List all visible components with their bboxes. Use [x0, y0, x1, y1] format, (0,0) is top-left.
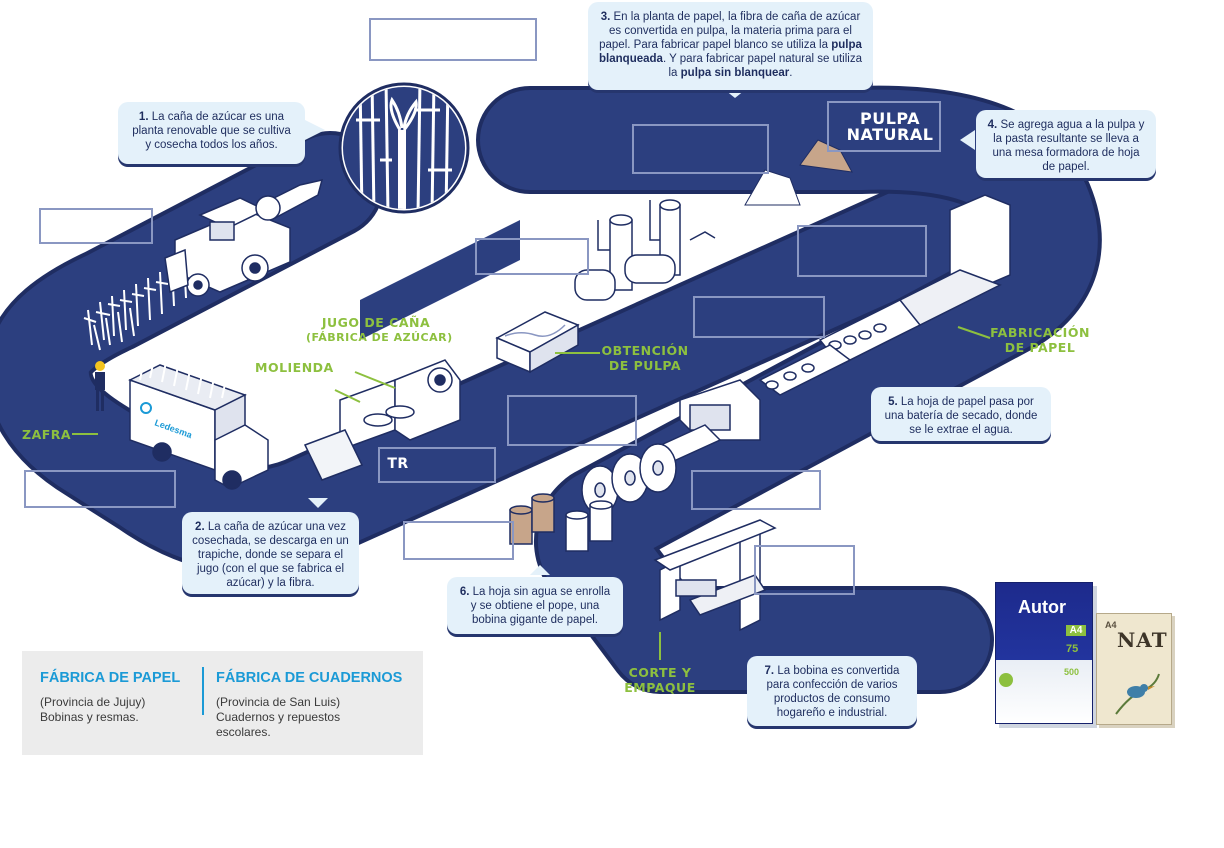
answer-box-10[interactable] [24, 470, 176, 508]
step-4-bubble: 4. Se agrega agua a la pulpa y la pasta … [976, 110, 1156, 178]
legend-papel-line-1: (Provincia de Jujuy) [40, 695, 146, 709]
step-7-text: La bobina es convertida para confección … [766, 665, 900, 719]
step-3-text-a: En la planta de papel, la fibra de caña … [599, 11, 861, 51]
step-3-text-e: . [789, 67, 793, 79]
legend-cuadernos-title: FÁBRICA DE CUADERNOS [216, 670, 403, 686]
molienda-label: MOLIENDA [255, 360, 334, 375]
step-5-text: La hoja de papel pasa por una batería de… [884, 396, 1038, 436]
nat-paper-ream: A4 NAT [1096, 613, 1172, 725]
paper-rolls-icon [509, 443, 677, 552]
fabricacion-subtitle: DE PAPEL [1004, 340, 1076, 355]
road-arrow-head [935, 592, 990, 690]
fabricacion-title: FABRICACIÓN [990, 325, 1090, 340]
nat-brand: NAT [1117, 628, 1168, 652]
harvester-icon [164, 178, 324, 297]
step-5-bubble: 5. La hoja de papel pasa por una batería… [871, 387, 1051, 441]
jugo-subtitle: (FÁBRICA DE AZÚCAR) [306, 331, 453, 344]
step-3-text-c: . Y para fabricar papel natural se utili… [662, 53, 862, 79]
answer-box-1[interactable] [369, 18, 537, 61]
answer-box-4[interactable] [827, 101, 941, 152]
pulp-pile-icon [744, 139, 853, 206]
obtencion-subtitle: DE PULPA [608, 358, 682, 373]
step-3-number: 3. [600, 11, 611, 23]
leader-lines [72, 326, 991, 660]
obtencion-title: OBTENCIÓN [601, 343, 689, 358]
jugo-label: JUGO DE CAÑA (FÁBRICA DE AZÚCAR) [306, 315, 453, 345]
answer-box-8[interactable] [507, 395, 637, 446]
pulpa-natural-label: PULPA NATURAL [840, 111, 940, 143]
answer-box-7[interactable] [693, 296, 825, 338]
step-4-number: 4. [987, 119, 998, 131]
nat-a4-badge: A4 [1105, 620, 1117, 630]
digester-plant-icon [574, 199, 716, 301]
autor-sheets: 500 [1064, 667, 1080, 677]
sugarcane-inset-icon [338, 82, 470, 214]
step-4-text: Se agrega agua a la pulpa y la pasta res… [992, 119, 1145, 173]
answer-box-13[interactable] [754, 545, 855, 595]
autor-gsm: 75 [1066, 643, 1079, 655]
step-3-bold-blanqueada: pulpa blanqueada [599, 39, 862, 65]
step-6-number: 6. [459, 586, 470, 598]
answer-box-12[interactable] [403, 521, 514, 560]
answer-box-5[interactable] [475, 238, 589, 275]
corte-label: CORTE Y EMPAQUE [620, 665, 700, 695]
fabricacion-label: FABRICACIÓN DE PAPEL [990, 325, 1090, 355]
mill-machine-icon [303, 359, 461, 481]
legend-cuadernos-line-2: Cuadernos y repuestos [216, 710, 341, 724]
jugo-title: JUGO DE CAÑA [321, 315, 431, 330]
zafra-label: ZAFRA [22, 427, 72, 442]
legend-cuadernos-line-3: escolares. [216, 725, 271, 739]
step-3-bubble: 3. En la planta de papel, la fibra de ca… [588, 2, 873, 90]
autor-brand: Autor [1018, 597, 1066, 617]
natural-word: NATURAL [846, 125, 934, 144]
answer-box-11[interactable] [691, 470, 821, 510]
step-7-number: 7. [764, 665, 775, 677]
pulpa-word: PULPA [859, 109, 921, 128]
bird-illustration-icon [1115, 673, 1160, 715]
legend-papel-line-2: Bobinas y resmas. [40, 710, 139, 724]
legend-divider [202, 667, 204, 715]
step-3-bold-sin-blanquear: pulpa sin blanquear [680, 67, 790, 79]
worker-icon [95, 361, 105, 411]
step-2-bubble: 2. La caña de azúcar una vez cosechada, … [182, 512, 359, 594]
step-7-bubble: 7. La bobina es convertida para confecci… [747, 656, 917, 726]
step-6-text: La hoja sin agua se enrolla y se obtiene… [470, 586, 611, 626]
legend-panel: FÁBRICA DE PAPEL (Provincia de Jujuy) Bo… [22, 651, 423, 755]
step-1-bubble: 1. La caña de azúcar es una planta renov… [118, 102, 305, 164]
paper-machine-icon [648, 194, 1011, 466]
step-2-text: La caña de azúcar una vez cosechada, se … [192, 521, 349, 589]
step-5-number: 5. [888, 396, 898, 408]
answer-box-9[interactable] [378, 447, 496, 483]
autor-a4-badge: A4 [1066, 625, 1086, 636]
ledesma-truck-icon [128, 349, 269, 490]
autor-paper-ream: Autor A4 75 500 [995, 582, 1093, 724]
legend-papel-title: FÁBRICA DE PAPEL [40, 670, 181, 686]
step-6-bubble: 6. La hoja sin agua se enrolla y se obti… [447, 577, 623, 634]
corte-title: CORTE Y [628, 665, 692, 680]
obtencion-label: OBTENCIÓN DE PULPA [600, 343, 690, 373]
legend-cuadernos-line-1: (Provincia de San Luis) [216, 695, 341, 709]
step-2-number: 2. [195, 521, 205, 533]
pulp-tank-icon [495, 311, 580, 374]
answer-box-6[interactable] [797, 225, 927, 277]
step-1-number: 1. [138, 111, 149, 123]
trapiche-partial-label: TR [387, 456, 409, 472]
answer-box-2[interactable] [39, 208, 153, 244]
answer-box-3[interactable] [632, 124, 769, 174]
step-1-text: La caña de azúcar es una planta renovabl… [132, 111, 291, 151]
bubble-pointers [305, 90, 975, 575]
corte-subtitle: EMPAQUE [624, 680, 696, 695]
eco-seal-icon [999, 673, 1013, 687]
